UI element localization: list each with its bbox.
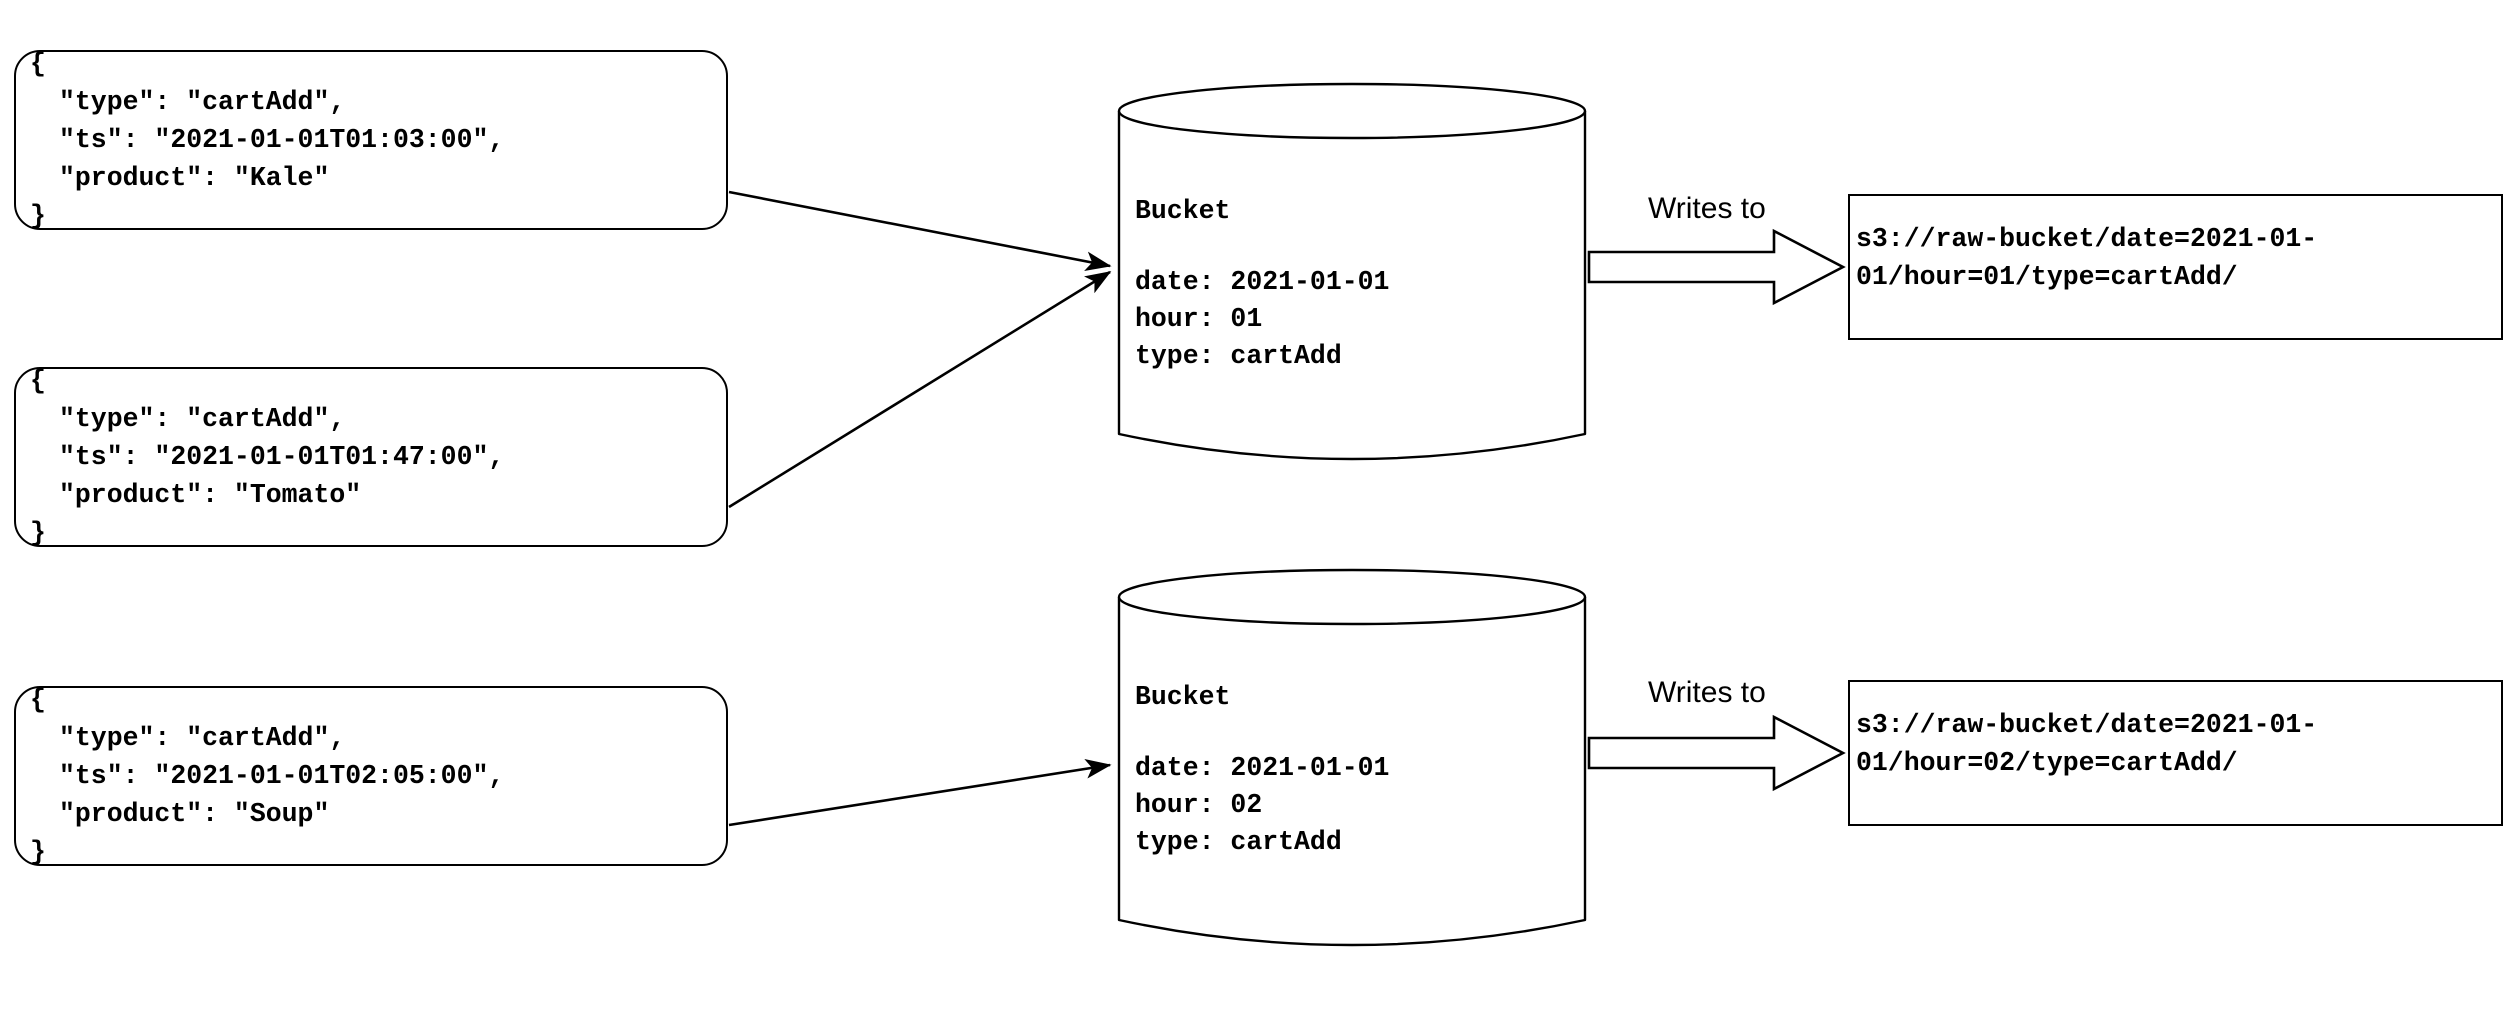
bucket-row-date: date: 2021-01-01 — [1135, 753, 1390, 783]
event-json-box-tomato[interactable]: { "type": "cartAdd", "ts": "2021-01-01T0… — [14, 366, 728, 548]
json-line-type: "type": "cartAdd", — [59, 723, 346, 753]
s3-path-box-hour-01[interactable]: s3://raw-bucket/date=2021-01- 01/hour=01… — [1848, 194, 2503, 340]
cylinder-shape — [1117, 568, 1587, 947]
json-line-open: { — [30, 49, 46, 79]
s3-path-box-hour-02[interactable]: s3://raw-bucket/date=2021-01- 01/hour=02… — [1848, 680, 2503, 826]
s3-path-line-2: 01/hour=01/type=cartAdd/ — [1856, 262, 2238, 292]
bucket-row-date: date: 2021-01-01 — [1135, 267, 1390, 297]
arrow-event-tomato-to-bucket-01 — [728, 270, 1112, 509]
json-line-ts: "ts": "2021-01-01T02:05:00", — [59, 761, 505, 791]
json-line-open: { — [30, 366, 46, 396]
edge-label-writes-to-1: Writes to — [1648, 192, 1766, 225]
s3-path-line-1: s3://raw-bucket/date=2021-01- — [1856, 224, 2318, 254]
bucket-spacer — [1135, 714, 1577, 750]
s3-path-line-2: 01/hour=02/type=cartAdd/ — [1856, 748, 2238, 778]
block-arrow-writes-to-1 — [1587, 228, 1846, 306]
event-json-box-soup[interactable]: { "type": "cartAdd", "ts": "2021-01-01T0… — [14, 685, 728, 867]
json-line-open: { — [30, 685, 46, 715]
cylinder-shape — [1117, 82, 1587, 461]
block-arrow-writes-to-2 — [1587, 714, 1846, 792]
bucket-title: Bucket — [1135, 196, 1231, 226]
json-line-product: "product": "Tomato" — [59, 480, 362, 510]
json-line-product: "product": "Soup" — [59, 799, 330, 829]
bucket-row-hour: hour: 01 — [1135, 304, 1263, 334]
arrow-event-kale-to-bucket-01 — [728, 190, 1112, 272]
s3-path-line-1: s3://raw-bucket/date=2021-01- — [1856, 710, 2318, 740]
json-line-ts: "ts": "2021-01-01T01:47:00", — [59, 442, 505, 472]
json-line-ts: "ts": "2021-01-01T01:03:00", — [59, 125, 505, 155]
bucket-spacer — [1135, 228, 1577, 264]
json-line-type: "type": "cartAdd", — [59, 87, 346, 117]
edge-label-writes-to-2: Writes to — [1648, 676, 1766, 709]
bucket-title: Bucket — [1135, 682, 1231, 712]
json-line-close: } — [30, 201, 46, 231]
bucket-row-hour: hour: 02 — [1135, 790, 1263, 820]
json-line-type: "type": "cartAdd", — [59, 404, 346, 434]
json-line-close: } — [30, 518, 46, 548]
bucket-row-type: type: cartAdd — [1135, 827, 1342, 857]
arrow-event-soup-to-bucket-02 — [728, 759, 1112, 827]
bucket-cylinder-hour-02[interactable]: Bucket date: 2021-01-01 hour: 02 type: c… — [1117, 568, 1587, 948]
event-json-box-kale[interactable]: { "type": "cartAdd", "ts": "2021-01-01T0… — [14, 49, 728, 231]
json-line-close: } — [30, 837, 46, 867]
json-line-product: "product": "Kale" — [59, 163, 330, 193]
bucket-row-type: type: cartAdd — [1135, 341, 1342, 371]
bucket-cylinder-hour-01[interactable]: Bucket date: 2021-01-01 hour: 01 type: c… — [1117, 82, 1587, 462]
